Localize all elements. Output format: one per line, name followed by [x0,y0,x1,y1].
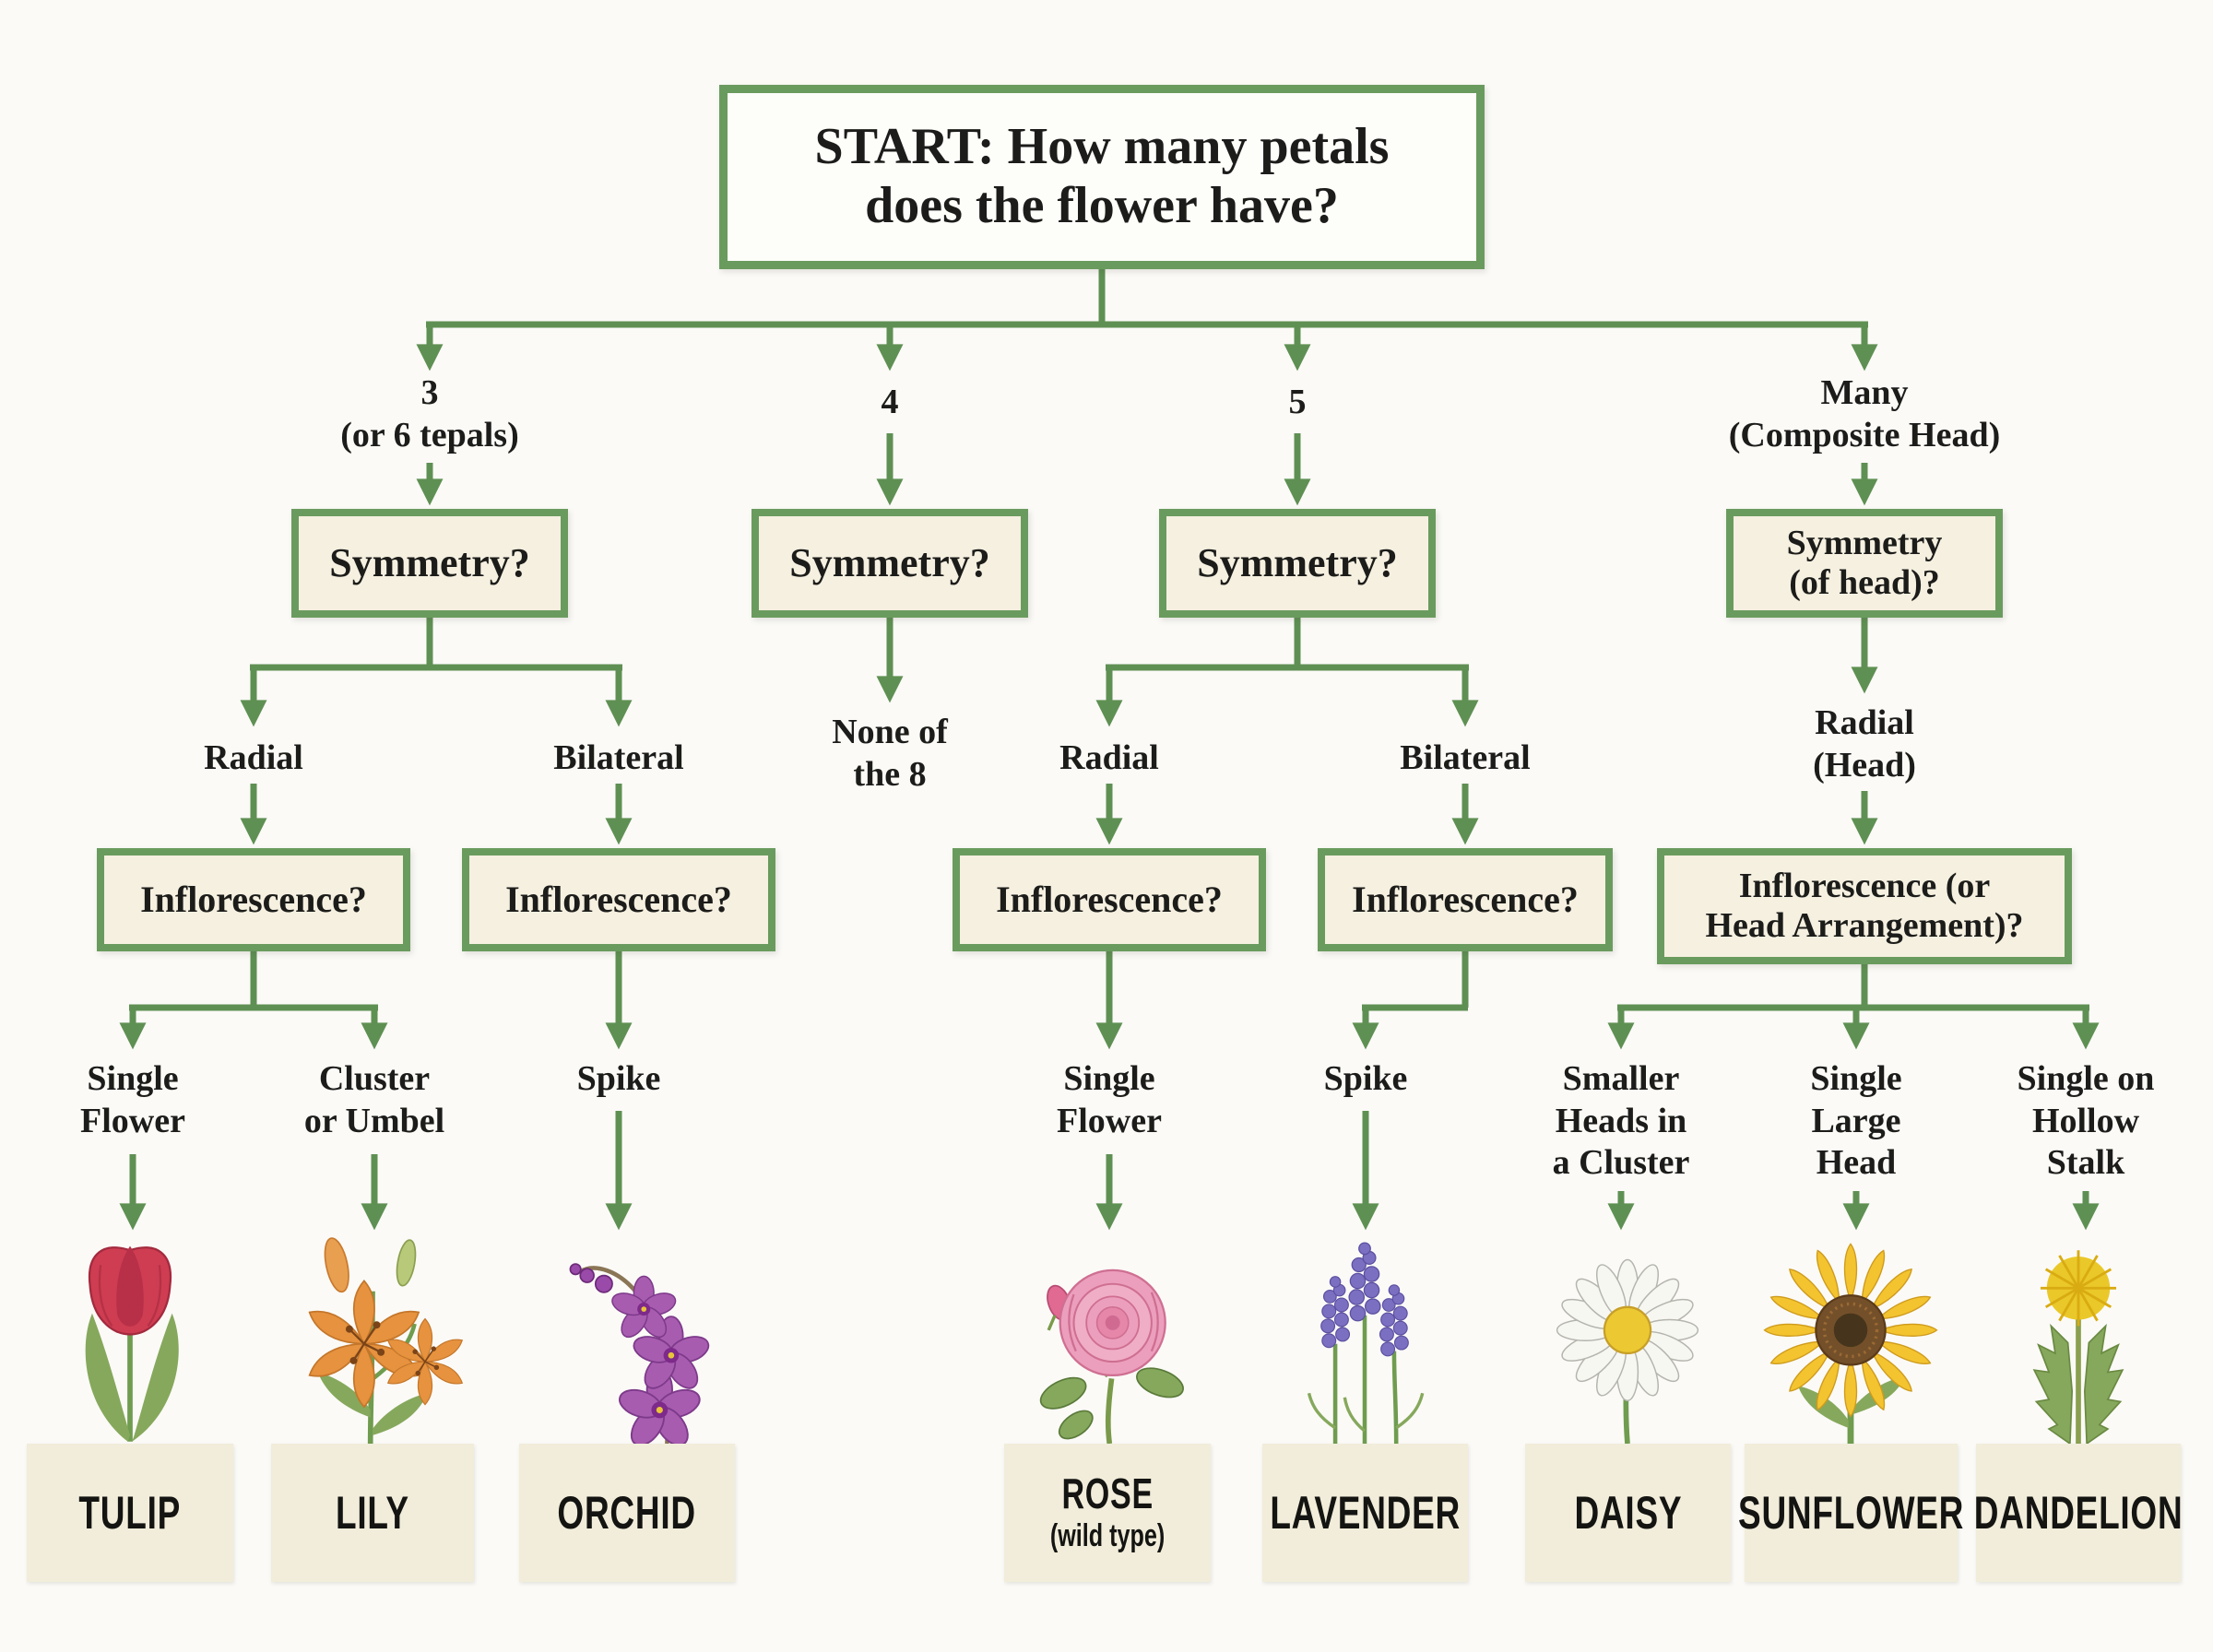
orchid-illustration [569,1263,713,1444]
symmetry-node-4: Symmetry? [751,509,1028,618]
sunflower-illustration [1763,1243,1938,1444]
flower-name-label: SUNFLOWER [1737,1487,1965,1539]
symmetry-node-3: Symmetry? [291,509,568,618]
edge-label-single-flower-5: Single Flower [1057,1059,1162,1140]
branch-label-3: 3 (or 6 tepals) [340,373,519,454]
edge-label-single-flower-3: Single Flower [80,1059,185,1140]
inflorescence-node-3-bilateral: Inflorescence? [462,848,775,951]
dandelion-illustration [2032,1250,2124,1444]
lily-illustration [302,1237,467,1444]
branch-label-many: Many (Composite Head) [1728,373,2001,454]
daisy-illustration [1556,1258,1699,1444]
flower-name-plate-lavender: LAVENDER [1262,1444,1468,1582]
branch-label-5: 5 [1288,383,1307,421]
flower-name-plate-sunflower: SUNFLOWER [1738,1444,1963,1582]
edge-label-smaller-heads: Smaller Heads in a Cluster [1552,1059,1690,1183]
tulip-illustration [85,1245,179,1442]
edge-label-spike-5: Spike [1323,1059,1408,1098]
flower-name-plate-tulip: TULIP [27,1444,233,1582]
inflorescence-node-many: Inflorescence (or Head Arrangement)? [1657,848,2072,964]
inflorescence-node-5-radial: Inflorescence? [953,848,1266,951]
edge-label-single-hollow-stalk: Single on Hollow Stalk [2017,1059,2155,1183]
edge-label-spike-3: Spike [576,1059,661,1098]
inflorescence-node-3-radial: Inflorescence? [97,848,410,951]
flower-name-label: LAVENDER [1270,1487,1461,1539]
flower-name-plate-lily: LILY [271,1444,474,1582]
edge-label-radial-5: Radial [1059,738,1159,777]
flower-name-label: ROSE [1061,1469,1154,1518]
flower-name-plate-daisy: DAISY [1525,1444,1731,1582]
edge-label-bilateral-5: Bilateral [1400,738,1531,777]
symmetry-node-5: Symmetry? [1159,509,1436,618]
flower-name-label: DAISY [1574,1487,1682,1539]
edge-label-bilateral-3: Bilateral [553,738,684,777]
flower-name-label: ORCHID [557,1487,697,1539]
start-node: START: How many petals does the flower h… [719,85,1485,269]
branch-label-4: 4 [881,383,899,421]
flower-name-label: LILY [336,1487,409,1539]
edge-label-single-large-head: Single Large Head [1810,1059,1902,1183]
inflorescence-node-5-bilateral: Inflorescence? [1318,848,1613,951]
flower-name-plate-rose: ROSE (wild type) [1004,1444,1211,1582]
flower-name-plate-dandelion: DANDELION [1973,1444,2183,1582]
lavender-illustration [1307,1242,1425,1444]
terminal-none-of-the-8: None of the 8 [832,713,948,794]
flower-name-sublabel: (wild type) [1049,1518,1166,1554]
edge-label-cluster-umbel: Cluster or Umbel [303,1059,445,1140]
symmetry-node-many: Symmetry (of head)? [1726,509,2003,618]
flower-name-label: DANDELION [1973,1487,2183,1539]
rose-illustration [1039,1268,1184,1444]
edge-label-radial-head: Radial (Head) [1813,703,1916,785]
flower-name-plate-orchid: ORCHID [519,1444,735,1582]
edge-label-radial-3: Radial [204,738,303,777]
flower-name-label: TULIP [78,1487,182,1539]
